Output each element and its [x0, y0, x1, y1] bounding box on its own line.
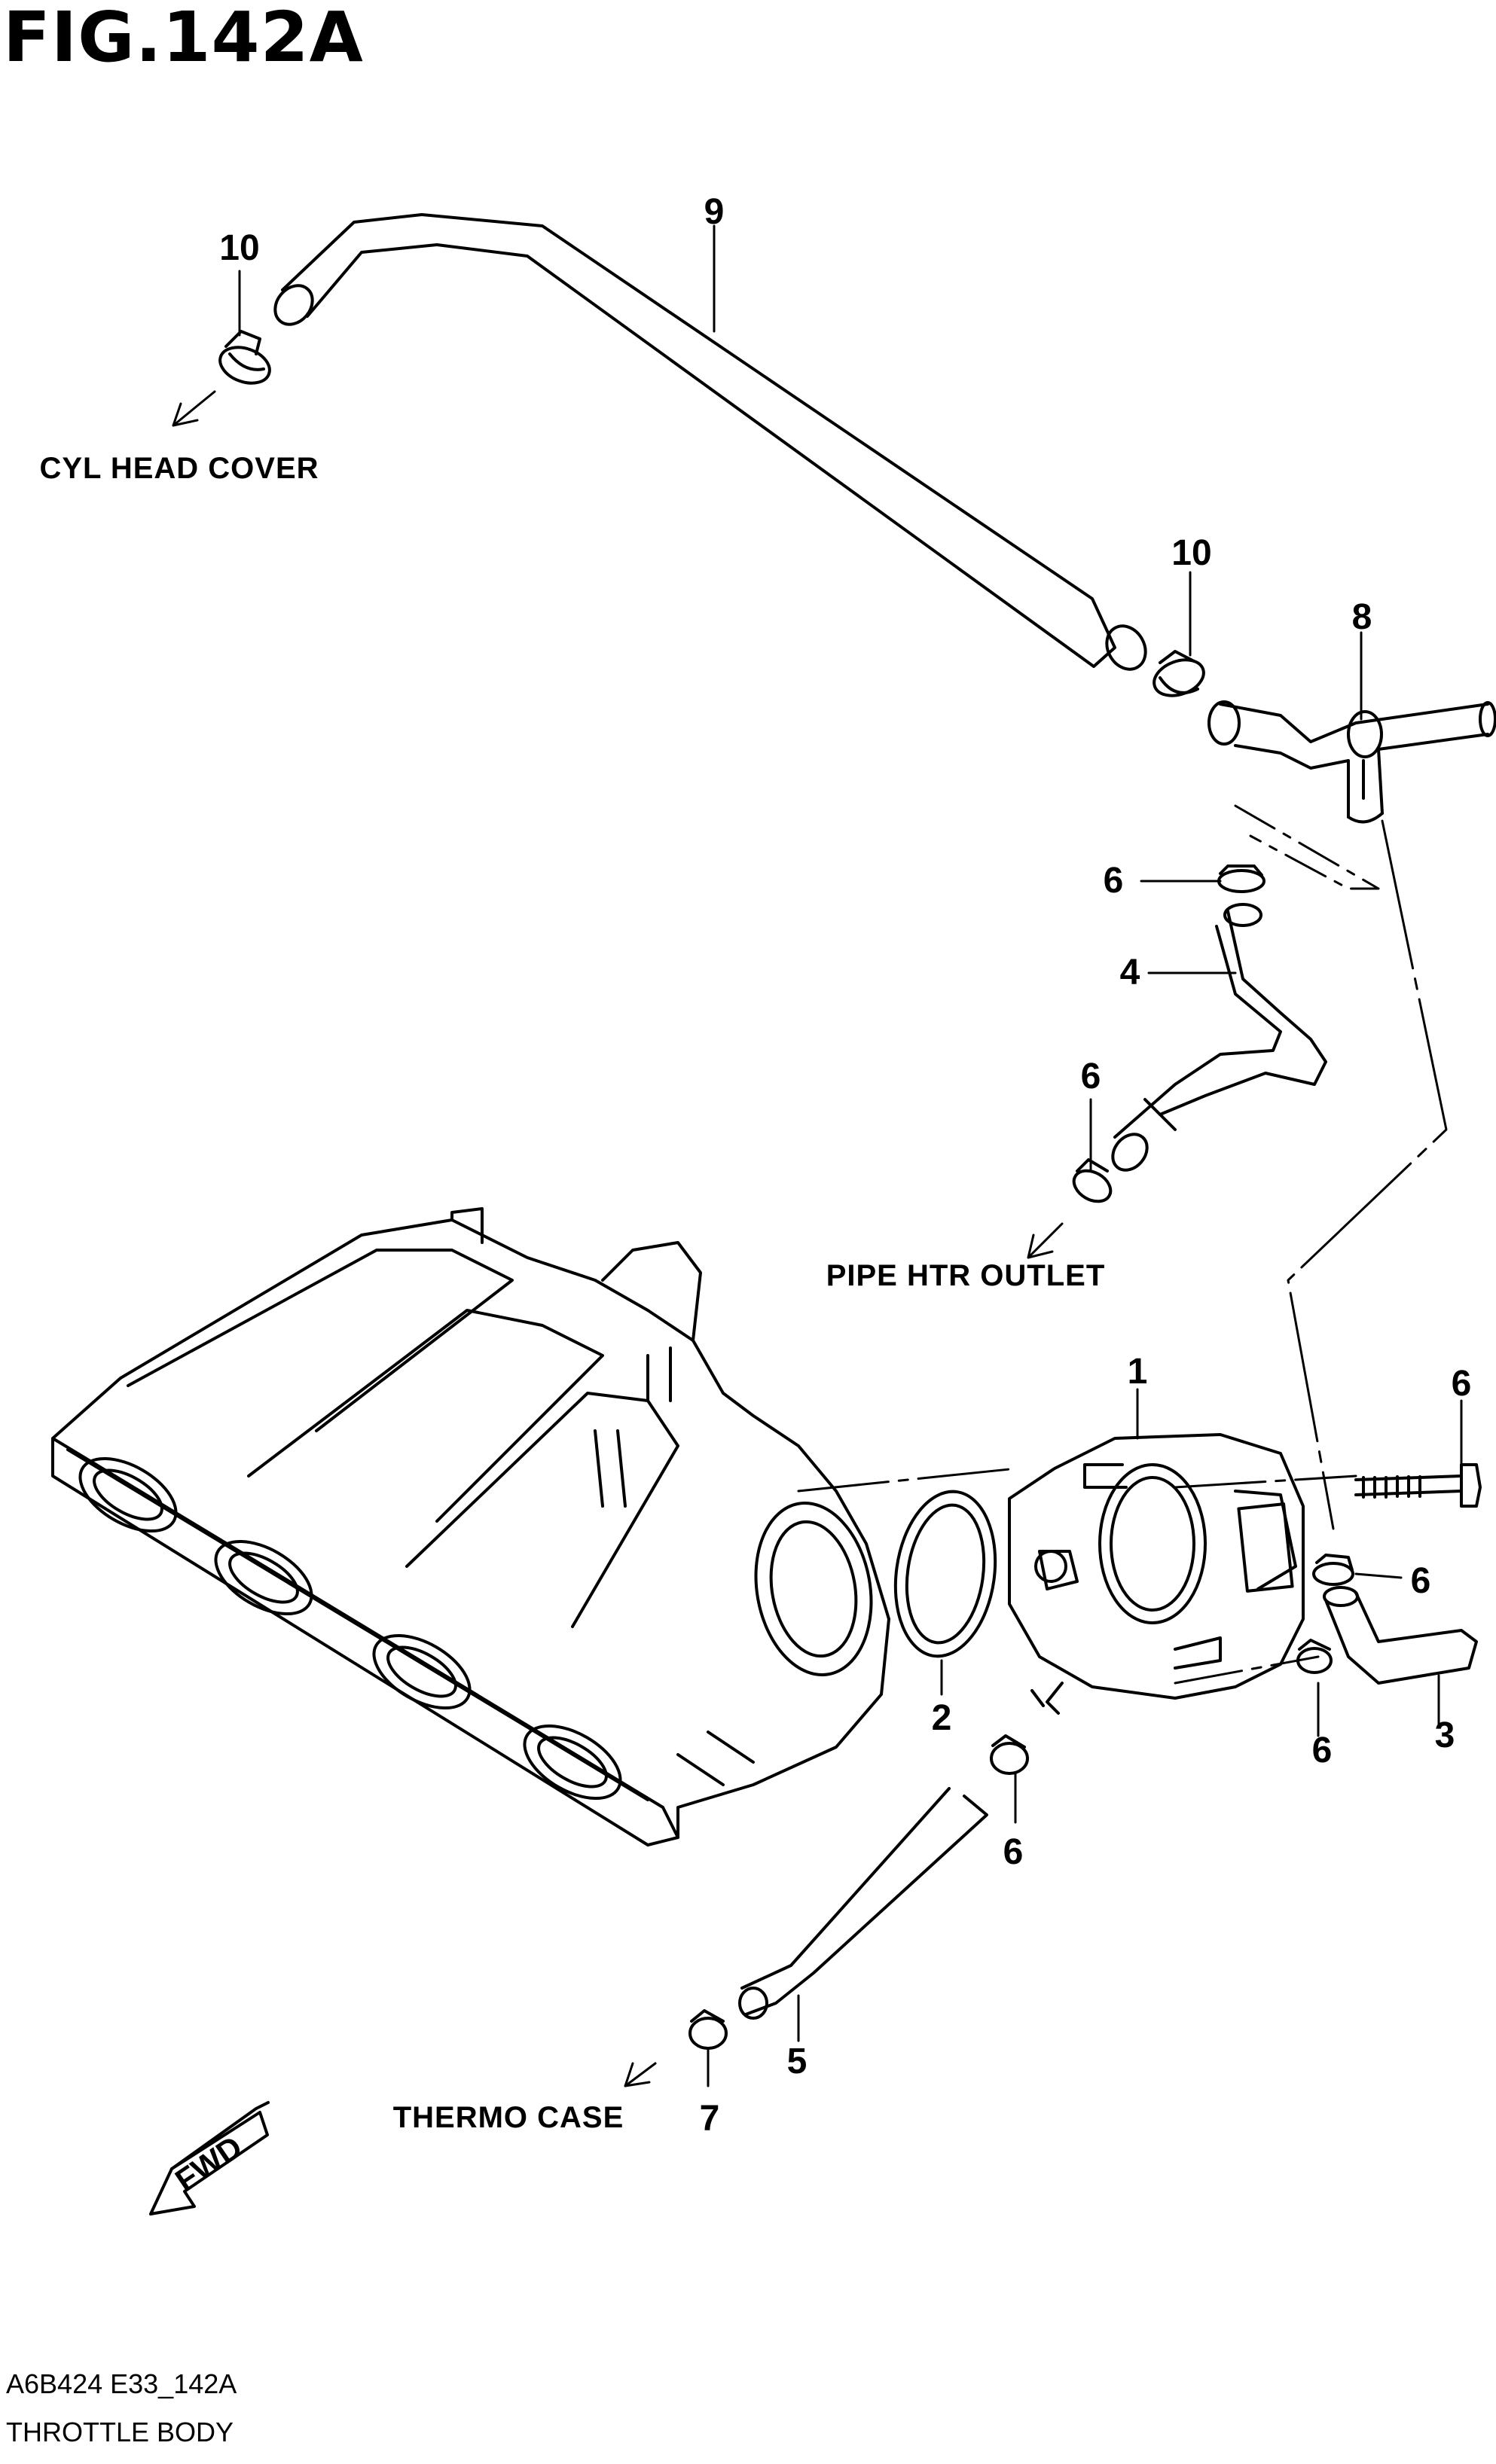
- clamp-part-6-a: [1217, 865, 1265, 893]
- clamp-part-6-e: [990, 1734, 1029, 1775]
- gasket-part-2: [893, 1490, 997, 1658]
- hose-part-4: [1111, 903, 1327, 1172]
- callout-6-a: 6: [1103, 861, 1124, 901]
- callout-6-c: 6: [1410, 1561, 1431, 1601]
- hose-part-5: [738, 1787, 988, 2020]
- direction-arrows: [172, 390, 1064, 2087]
- fwd-arrow: [149, 2101, 270, 2215]
- pipe-part-8: [1207, 700, 1496, 824]
- note-thermo-case: THERMO CASE: [392, 2101, 624, 2134]
- callout-6-b: 6: [1080, 1057, 1101, 1096]
- callout-1: 1: [1127, 1352, 1148, 1392]
- fwd-label: FWD: [169, 2129, 249, 2198]
- callout-3: 3: [1434, 1715, 1455, 1755]
- figure-title: FIG.142A: [3, 0, 364, 78]
- throttle-body-part-1: [1008, 1433, 1305, 1715]
- callout-4: 4: [1119, 953, 1140, 993]
- callout-6-f: 7: [699, 2099, 720, 2139]
- callout-7: 6: [1451, 1364, 1472, 1404]
- callout-2: 2: [931, 1698, 952, 1738]
- hose-part-3: [1323, 1586, 1478, 1685]
- callout-10-mid: 10: [1171, 533, 1212, 573]
- clamp-part-6-f: [688, 2009, 728, 2050]
- clamp-part-10-mid: [1153, 650, 1205, 697]
- clamp-part-10-top: [218, 330, 271, 385]
- note-cyl-head-cover: CYL HEAD COVER: [39, 452, 319, 485]
- hose-part-9: [273, 213, 1147, 671]
- callout-8: 8: [1351, 597, 1372, 637]
- bolt-part-7: [1354, 1463, 1482, 1508]
- callout-10-top: 10: [219, 228, 260, 268]
- callout-5: 5: [786, 2042, 808, 2081]
- note-pipe-htr-outlet: PIPE HTR OUTLET: [826, 1259, 1106, 1292]
- figure-name: THROTTLE BODY: [6, 2417, 234, 2447]
- intake-manifold: [51, 1207, 890, 1846]
- callout-6-e: 6: [1003, 1832, 1024, 1872]
- clamp-part-6-b: [1072, 1158, 1113, 1203]
- callout-9: 9: [704, 192, 725, 232]
- clamp-part-6-c: [1312, 1554, 1354, 1586]
- leader-lines: [238, 224, 1463, 2087]
- figure-code: A6B424 E33_142A: [6, 2368, 237, 2399]
- callout-6-d: 6: [1311, 1731, 1333, 1770]
